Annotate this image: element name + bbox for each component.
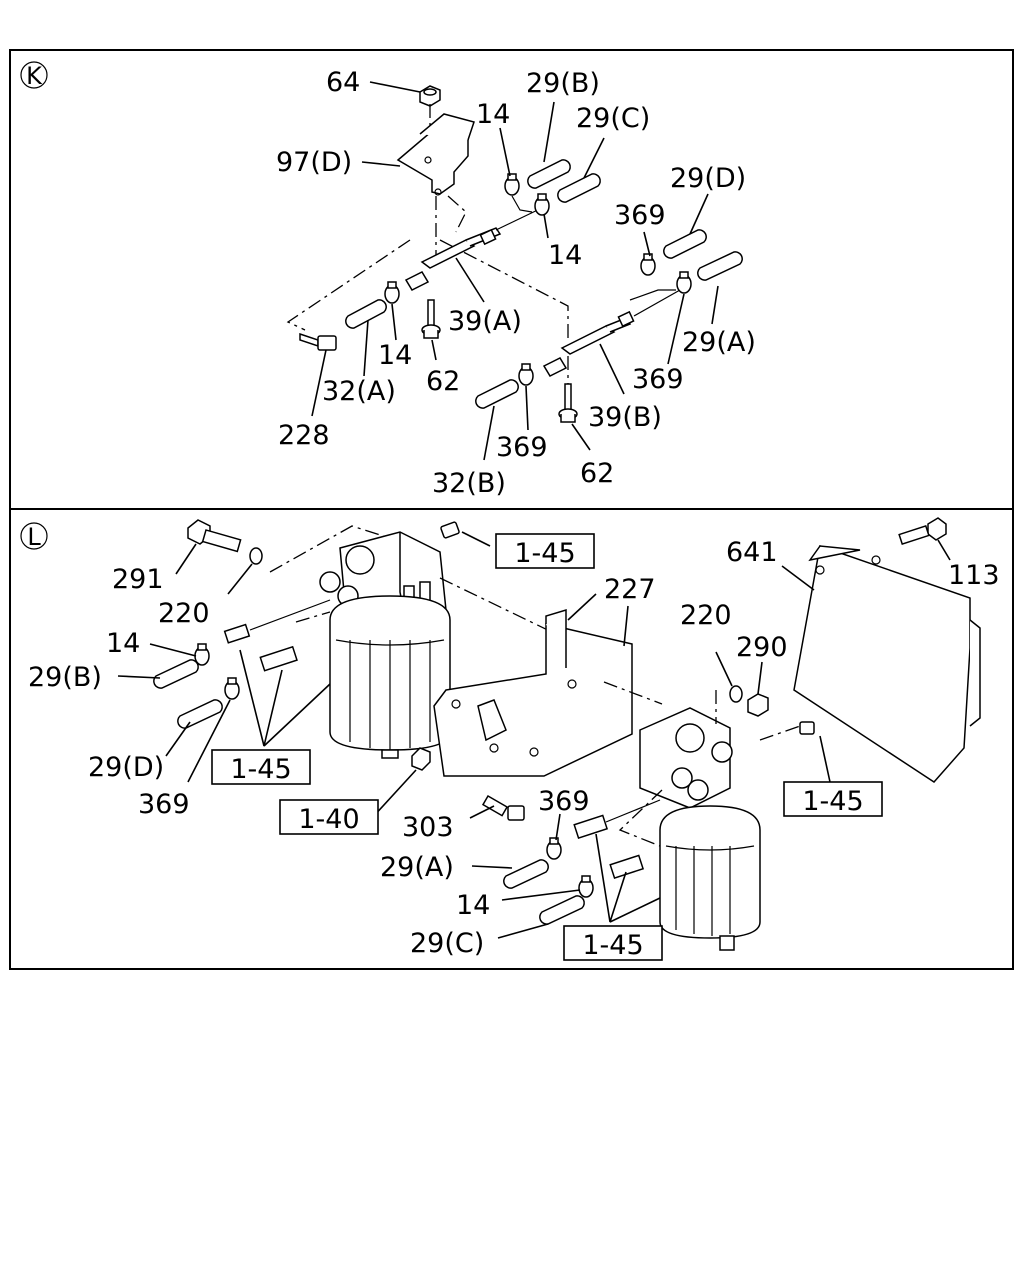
shield-641 [793,545,981,783]
label-l-29b: 29(B) [28,662,102,693]
clamp-369-low [518,363,534,386]
section-l-drawing [117,517,981,951]
label-l-291: 291 [112,564,164,595]
filter-right [639,707,761,951]
ref-1-45-left-text: 1-45 [230,754,291,785]
section-k-letter: K [26,62,43,90]
clamp-369-l-left [224,677,240,700]
label-l-303: 303 [402,812,454,843]
label-k-369-top: 369 [614,200,666,231]
clamp-14-left [384,281,400,304]
fitting-right-b [609,854,645,879]
label-k-228: 228 [278,420,330,451]
label-l-369-left: 369 [138,789,190,820]
label-k-29a: 29(A) [682,327,756,358]
label-k-29d: 29(D) [670,163,746,194]
bolt-291 [187,519,242,553]
washer-220-left [249,547,263,565]
washer-220-right [729,685,743,703]
bracket-227 [433,608,633,777]
clamp-14-mid [534,193,550,216]
label-l-29c: 29(C) [410,928,484,959]
hose-29c-l [539,895,585,925]
clamp-369-mid [676,271,692,294]
bolt-303 [481,794,525,821]
label-k-64: 64 [326,67,360,98]
label-k-14-top: 14 [476,99,510,130]
clamp-14-l-left [194,643,210,666]
hose-29d [663,229,707,259]
filter-left [319,531,451,759]
label-k-39b: 39(B) [588,402,662,433]
bracket-97d [396,113,475,196]
ref-box-1-45-left[interactable]: 1-45 [211,749,311,785]
hose-29d-l [177,699,223,729]
bolt-113 [898,517,947,546]
label-l-29d: 29(D) [88,752,164,783]
label-l-290: 290 [736,632,788,663]
nut-1-40 [411,747,431,771]
label-k-369-low: 369 [496,432,548,463]
ref-1-45-top-text: 1-45 [514,538,575,569]
label-l-14-right: 14 [456,890,490,921]
ref-box-1-45-right[interactable]: 1-45 [783,781,883,817]
hose-29b [527,159,571,189]
hose-29a-l [503,859,549,889]
bolt-62-upper [421,299,441,339]
ref-1-45-bottom-text: 1-45 [582,930,643,961]
ref-1-40-text: 1-40 [298,804,359,835]
section-k-marker: K [20,61,48,90]
section-k-drawing [286,81,743,461]
pipe-39a [404,227,502,291]
bolt-62-lower [558,383,578,423]
hose-32a [345,299,387,329]
section-l-marker: L [20,522,48,551]
label-l-641: 641 [726,537,778,568]
hose-32b [475,379,519,409]
section-l-letter: L [27,523,41,551]
pipe-39b [542,310,635,377]
ref-box-1-45-top[interactable]: 1-45 [495,533,595,569]
label-k-14-mid: 14 [548,240,582,271]
label-k-14-left: 14 [378,340,412,371]
nut-290 [747,693,769,717]
ref-box-1-45-bottom[interactable]: 1-45 [563,925,663,961]
hose-29a-k [697,251,743,281]
label-l-220-left: 220 [158,598,210,629]
bolt-228 [299,332,337,351]
label-l-227: 227 [604,574,656,605]
label-k-369-mid: 369 [632,364,684,395]
section-l-frame [9,508,1014,970]
label-k-32a: 32(A) [322,376,396,407]
label-k-97d: 97(D) [276,147,352,178]
label-k-29b: 29(B) [526,68,600,99]
ref-1-45-right-text: 1-45 [802,786,863,817]
label-l-220-right: 220 [680,600,732,631]
label-k-39a: 39(A) [448,306,522,337]
bolt-right-1-45 [799,721,815,735]
nut-64 [419,85,441,107]
fitting-left-a [223,623,251,644]
hose-29b-l [153,659,199,689]
bolt-top-left [440,521,460,539]
label-l-113: 113 [948,560,1000,591]
label-k-29c: 29(C) [576,103,650,134]
clamp-14-l-right [578,875,594,898]
ref-box-1-40[interactable]: 1-40 [279,799,379,835]
label-l-369-right: 369 [538,786,590,817]
clamp-369-l-right [546,837,562,860]
label-k-32b: 32(B) [432,468,506,499]
label-k-62-lower: 62 [580,458,614,489]
hose-29c [557,173,601,203]
label-l-14-left: 14 [106,628,140,659]
clamp-369-top [640,253,656,276]
clamp-14-top [504,173,520,196]
fitting-left-b [259,645,298,672]
label-k-62-upper: 62 [426,366,460,397]
fitting-right-a [573,814,609,839]
label-l-29a: 29(A) [380,852,454,883]
